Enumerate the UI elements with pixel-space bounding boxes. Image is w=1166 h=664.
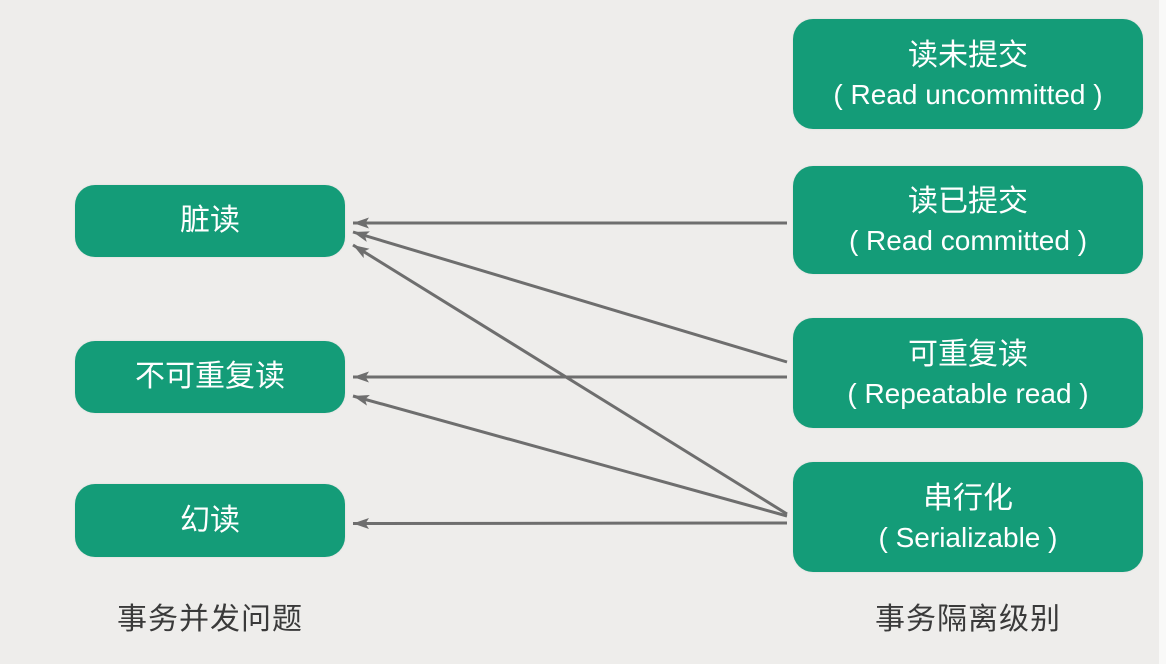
caption-isolation-levels: 事务隔离级别 [875, 603, 1061, 636]
level-label-zh: 读未提交 [908, 39, 1028, 72]
level-box-read-uncommitted: 读未提交 ( Read uncommitted ) [793, 19, 1143, 129]
level-label-en: ( Read uncommitted ) [833, 79, 1103, 110]
level-label-en: ( Read committed ) [848, 225, 1088, 256]
level-label-zh: 串行化 [923, 482, 1013, 515]
problem-label: 脏读 [180, 204, 240, 237]
screen-right-edge-strip [1159, 0, 1166, 664]
level-label-zh: 读已提交 [908, 185, 1028, 218]
arrow-serializable-to-non-repeatable-read [352, 394, 788, 518]
level-label-en: ( Repeatable read ) [847, 378, 1089, 409]
problem-label: 不可重复读 [135, 360, 285, 393]
arrow-repeatable-read-to-dirty-read [352, 230, 788, 364]
problem-box-dirty-read: 脏读 [75, 185, 345, 257]
problem-box-non-repeatable-read: 不可重复读 [75, 341, 345, 413]
level-label-zh: 可重复读 [908, 338, 1028, 371]
problem-label: 幻读 [180, 503, 240, 537]
arrow-serializable-to-dirty-read [352, 243, 788, 516]
problem-box-phantom-read: 幻读 [75, 484, 345, 557]
level-box-repeatable-read: 可重复读 ( Repeatable read ) [793, 318, 1143, 428]
level-label-en: ( Serializable ) [878, 522, 1058, 553]
arrow-serializable-to-phantom-read [352, 517, 788, 529]
level-box-serializable: 串行化 ( Serializable ) [793, 462, 1143, 572]
level-box-read-committed: 读已提交 ( Read committed ) [793, 166, 1143, 274]
caption-concurrency-problems: 事务并发问题 [117, 603, 303, 636]
